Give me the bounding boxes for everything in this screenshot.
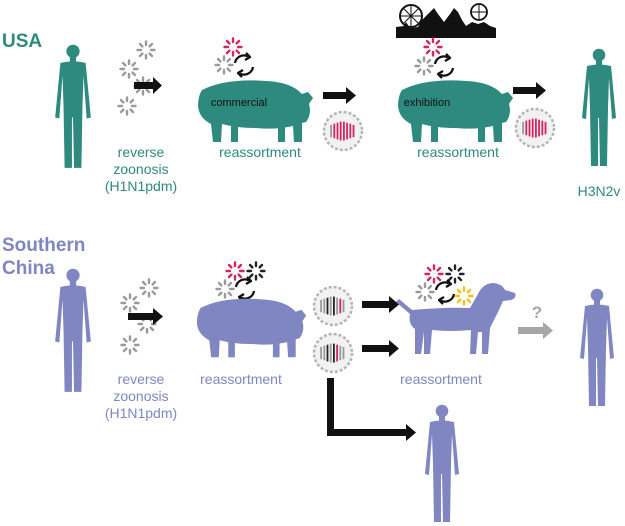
china-arrow-1 [128,308,163,325]
genome-segment [346,122,348,140]
genome-segment [541,120,544,136]
genome-segment [343,121,345,141]
virus-genome-segments-icon [322,110,364,152]
china-region-label-line2: China [2,258,55,279]
usa-step1-label-line3: (H1N1pdm) [105,178,177,194]
usa-human-right [582,48,616,167]
genome-segment [323,345,326,361]
genome-segment [535,118,537,138]
china-human-left [55,268,91,392]
genome-segment [330,124,332,138]
china-step1-label-line3: (H1N1pdm) [105,405,177,421]
genome-segment [326,297,329,315]
genome-segment [522,121,524,135]
virus-particle-icon [414,56,434,76]
china-step1-label-line2: zoonosis [113,388,168,404]
genome-segment [339,345,342,361]
genome-segment [525,120,528,136]
usa-step1-label-line2: zoonosis [113,161,168,177]
virus-particle-icon [223,37,243,57]
usa-reassortment-label-1: reassortment [219,144,301,160]
virus-particle-icon [424,264,444,284]
genome-segment [342,346,345,360]
china-reassortment-label-1: reassortment [200,371,282,387]
china-human-right [580,288,614,406]
virus-genome-segments-icon [312,285,354,327]
china-arrow-2b [362,340,399,357]
virus-particle-icon [214,55,234,75]
virus-particle-icon [246,261,266,281]
virus-particle-icon [215,279,235,299]
virus-particle-icon [423,37,443,57]
uncertain-transmission-arrow [518,322,553,339]
usa-arrow-1 [134,77,162,94]
usa-arrow-2 [323,87,356,104]
genome-segment [352,124,355,138]
virus-particle-icon [117,96,137,116]
genome-segment [538,119,540,137]
genome-segment [339,121,342,141]
genome-segment [531,118,534,138]
reassortment-cycle-icon [433,52,455,80]
genome-segment [329,343,332,363]
genome-segment [349,123,352,139]
reassortment-cycle-icon [234,275,256,303]
china-reassortment-label-2: reassortment [400,371,482,387]
virus-particle-icon [454,286,474,306]
virus-particle-icon [139,278,159,298]
china-arrow-down-right [327,378,416,441]
virus-particle-icon [136,40,156,60]
dog-icon [396,283,516,354]
genome-segment [336,344,338,362]
genome-segment [528,119,531,137]
h3n2v-label: H3N2v [578,183,621,199]
virus-genome-segments-icon [312,332,354,374]
genome-segment [320,299,322,313]
china-arrow-2a [362,296,399,313]
genome-segment [329,296,332,316]
virus-genome-segments-icon [514,107,556,149]
genome-segment [333,296,335,316]
exhibition-pig-label: exhibition [404,97,450,109]
china-step1-label-line1: reverse [118,371,165,387]
usa-arrow-3 [513,82,546,99]
fairground-skyline-icon [396,3,496,38]
pig-icon [194,80,313,142]
uncertain-transmission-mark: ? [532,303,542,322]
china-region-label-line1: Southern [2,235,85,256]
usa-virus-cluster [117,40,156,116]
usa-region-label: USA [2,31,42,52]
usa-reassortment-label-2: reassortment [417,144,499,160]
genome-segment [320,346,322,360]
genome-segment [342,299,345,313]
china-human-bottom [425,404,459,522]
genome-segment [336,122,339,140]
genome-segment [333,343,335,363]
virus-particle-icon [120,335,140,355]
virus-particle-icon [225,261,245,281]
reassortment-cycle-icon [434,278,456,306]
reassortment-cycle-icon [233,51,255,79]
commercial-pig-label: commercial [211,97,267,109]
genome-segment [339,298,342,314]
genome-segment [323,298,326,314]
pig-icon [193,298,307,358]
genome-segment [544,121,547,135]
usa-step1-label-line1: reverse [118,144,165,160]
pig-icon [394,80,513,142]
virus-particle-icon [119,59,139,79]
virus-particle-icon [415,282,435,302]
genome-segment [336,297,338,315]
usa-human-left [55,44,91,168]
virus-particle-icon [445,264,465,284]
genome-segment [326,344,329,362]
genome-segment [333,123,336,139]
virus-particle-icon [120,293,140,313]
